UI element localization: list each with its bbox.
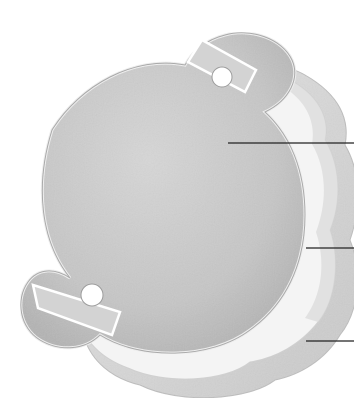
bottom-mounting-hole (81, 284, 103, 306)
top-mounting-hole (212, 67, 232, 87)
